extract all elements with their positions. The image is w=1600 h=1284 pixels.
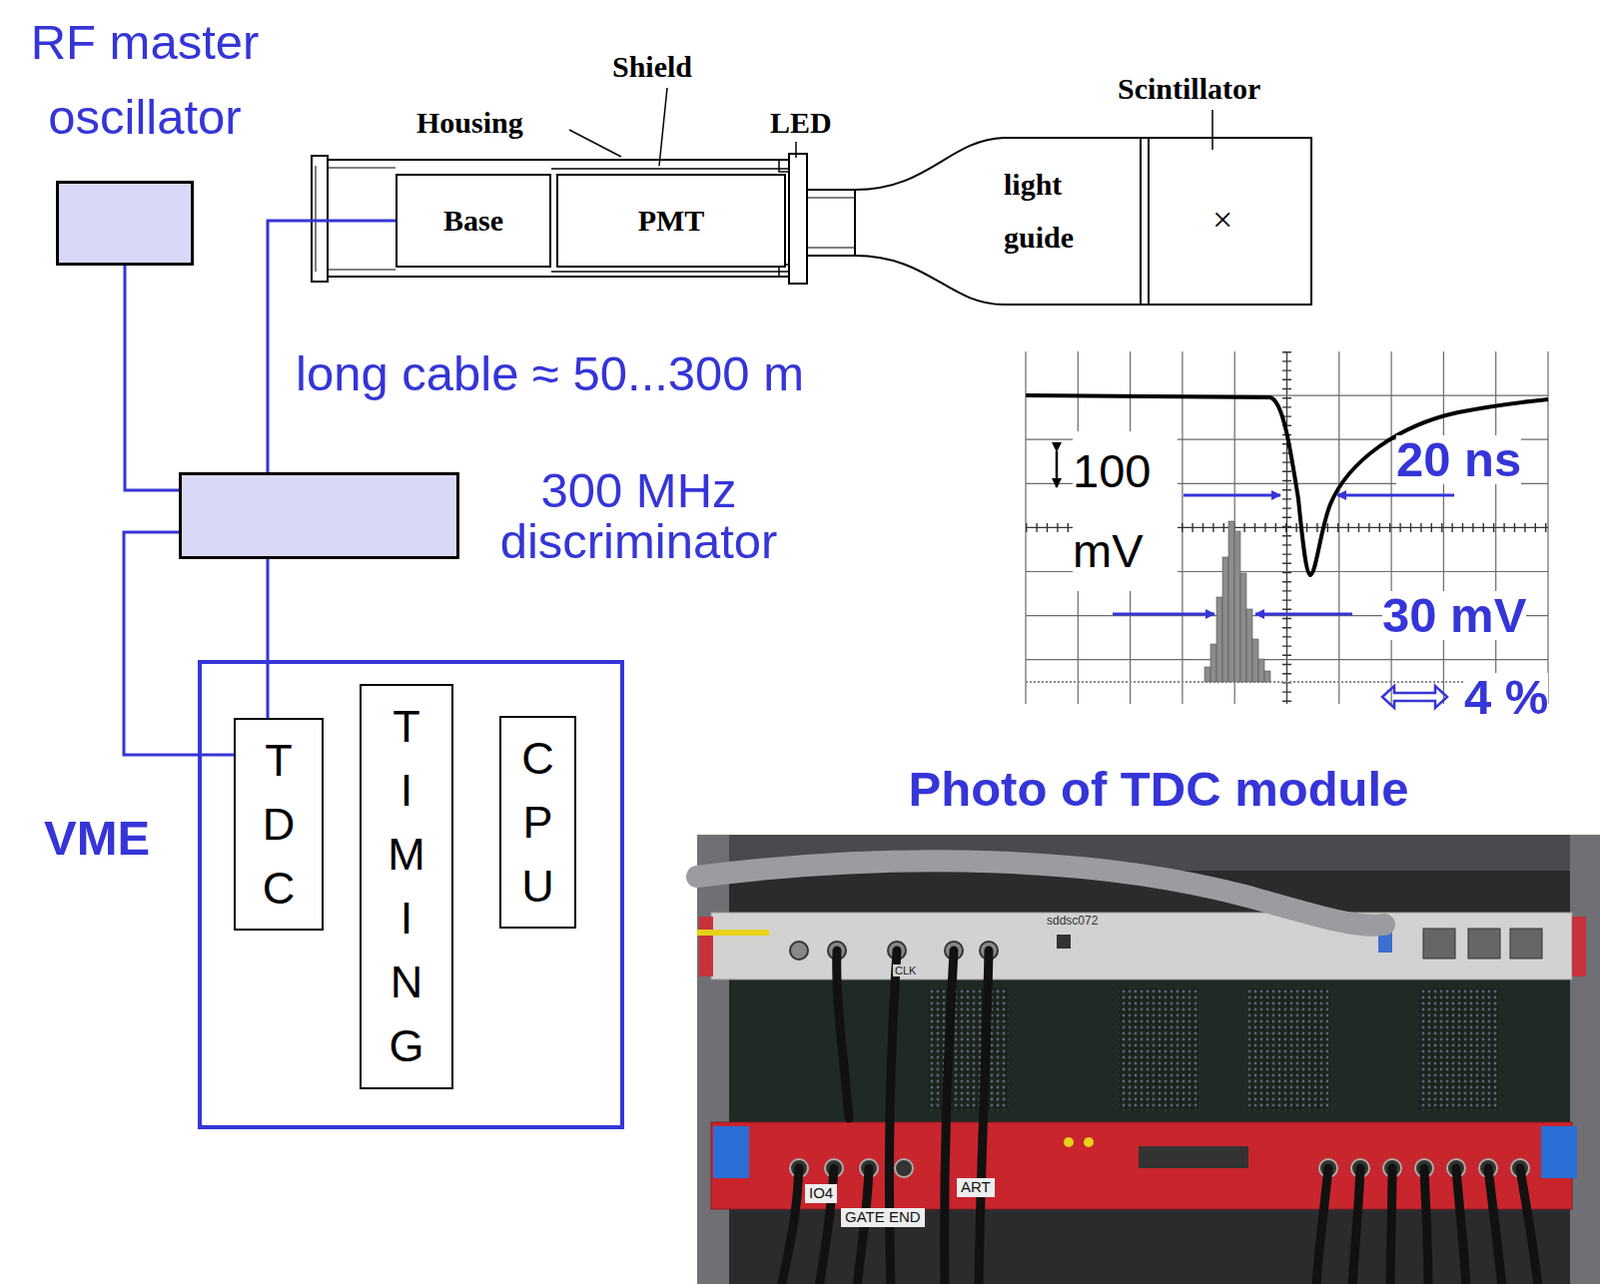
part-label: Housing — [416, 105, 524, 139]
dimension: 30 mV — [1382, 591, 1527, 641]
module-name: CPU — [518, 727, 573, 919]
pmt-tube: PMT — [556, 173, 787, 268]
photo — [697, 834, 1600, 1284]
module-name: TIMING — [387, 695, 442, 1079]
oscillator-box: RF master oscillator — [55, 180, 194, 266]
part-label: Shield — [612, 49, 693, 83]
box-heading: VME — [43, 808, 150, 868]
signal-cable — [266, 559, 270, 719]
scale-label: 100 mV — [1072, 431, 1178, 592]
part-label: light guide — [1003, 157, 1099, 264]
connector-tag: CLK — [892, 964, 918, 977]
scope-grid — [1025, 351, 1549, 705]
part-label: LED — [770, 105, 832, 139]
box-heading: 300 MHz discriminator — [466, 465, 811, 568]
module-name: TDC — [259, 729, 314, 921]
cable-tag: GATE END — [840, 1208, 925, 1228]
signal-cable — [124, 265, 179, 491]
signal-cable — [123, 532, 234, 756]
scope-traces — [1025, 395, 1549, 709]
cable-tag: IO4 — [804, 1184, 837, 1204]
cable-label: long cable ≈ 50...300 m — [295, 344, 804, 404]
host-name: sddsc072 — [1044, 914, 1100, 928]
pmt-base: Base — [395, 173, 552, 268]
discriminator-box: 300 MHz discriminator — [178, 472, 460, 560]
vme-crate: VMETDCTIMINGCPU — [197, 660, 625, 1130]
pmt-drawing — [311, 87, 1312, 305]
dimension: 20 ns — [1396, 435, 1522, 485]
part-label: Scintillator — [1117, 71, 1261, 105]
photo-title: Photo of TDC module — [858, 765, 1459, 814]
cable-tag: ART — [956, 1178, 995, 1198]
dimension: 4 % — [1464, 673, 1549, 723]
module-box: CPU — [499, 716, 577, 929]
box-heading: RF master oscillator — [4, 4, 285, 155]
center-mark: × — [1212, 201, 1233, 238]
module-box: TDC — [233, 718, 324, 931]
part-name: Base — [443, 203, 504, 238]
part-name: PMT — [638, 203, 706, 238]
module-box: TIMING — [359, 684, 454, 1090]
